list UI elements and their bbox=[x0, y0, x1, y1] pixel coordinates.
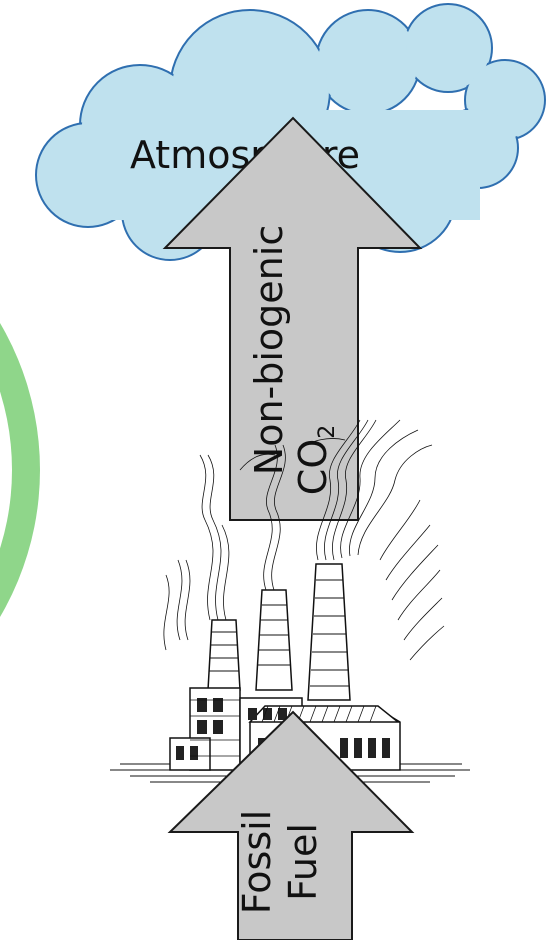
fossil-fuel-label-line1: Fossil bbox=[235, 810, 279, 914]
emission-arrow-label-line1: Non-biogenic bbox=[247, 225, 291, 475]
co2-main: CO bbox=[291, 439, 335, 495]
fossil-fuel-label-line2: Fuel bbox=[281, 823, 325, 901]
co2-subscript: 2 bbox=[315, 425, 340, 439]
green-circle-partial bbox=[0, 180, 40, 760]
